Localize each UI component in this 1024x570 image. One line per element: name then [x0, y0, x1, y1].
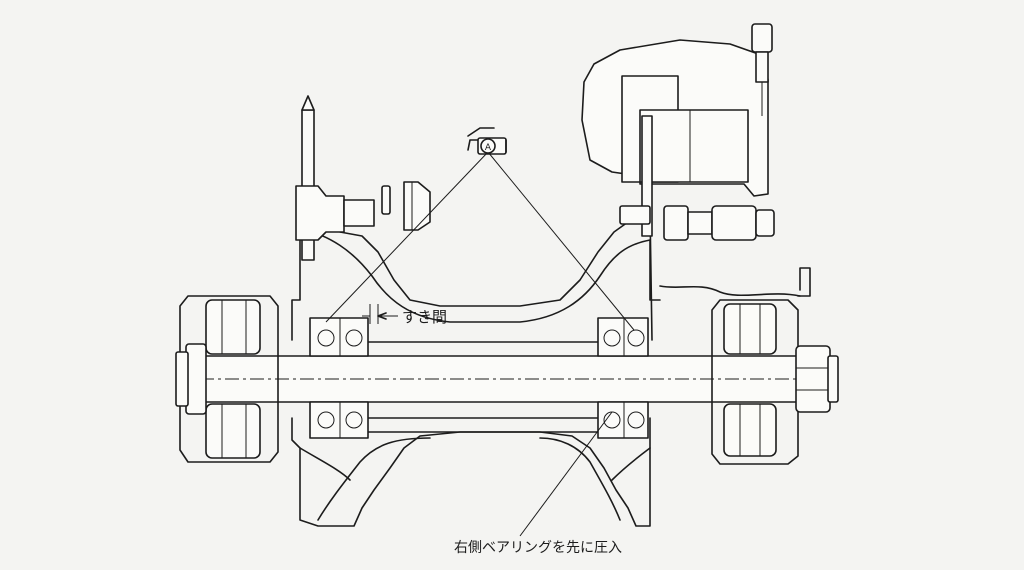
press-instruction-callout: 右側ベアリングを先に圧入 — [454, 411, 622, 556]
left-wheel-spacer — [175, 295, 279, 463]
axle-nut — [795, 345, 839, 413]
left-bolt-assembly — [295, 95, 431, 261]
right-wheel-spacer — [711, 267, 811, 465]
clearance-callout: すき間 — [362, 304, 447, 326]
clearance-label: すき間 — [402, 308, 447, 326]
bearing-left — [309, 317, 369, 439]
grease-symbol-letter: A — [485, 143, 492, 153]
press-instruction-label: 右側ベアリングを先に圧入 — [454, 540, 622, 556]
axle-shaft — [199, 355, 801, 403]
grease-callout: A — [325, 127, 635, 331]
grease-gun-icon — [467, 127, 507, 155]
brake-caliper — [581, 23, 773, 237]
caliper-mount-bolt — [619, 205, 801, 301]
